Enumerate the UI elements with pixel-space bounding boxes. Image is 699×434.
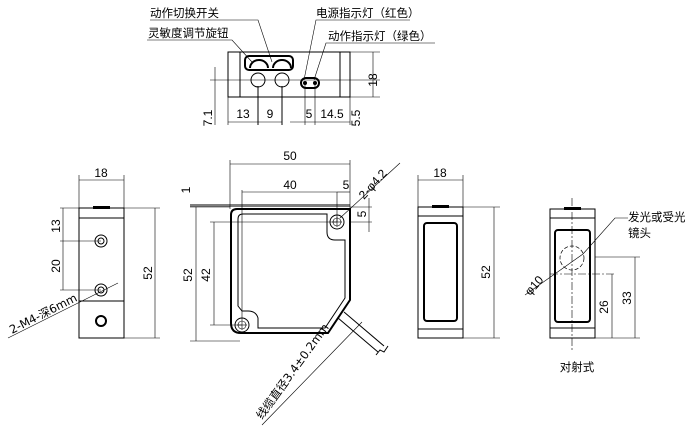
label-power-led: 电源指示灯（红色）	[316, 6, 420, 20]
right-view: 26 33 φ10 发光或受光 镜头 对射式	[522, 198, 686, 374]
dim-front-40: 40	[283, 178, 297, 192]
dim-left-20: 20	[49, 259, 63, 273]
action-switch-icon	[244, 55, 294, 71]
led-indicators-icon	[300, 77, 320, 89]
front-view: 50 40 5 1 5 52 42 2-φ4.2 线缆直径3.4±0.2mm	[179, 149, 401, 426]
label-lens-line1: 发光或受光	[628, 210, 686, 224]
dim-top-7-1: 7.1	[201, 109, 215, 126]
label-sensitivity-knob: 灵敏度调节旋钮	[148, 26, 229, 40]
dim-side-18: 18	[433, 166, 447, 180]
dim-left-18: 18	[94, 166, 108, 180]
dim-top-14-5: 14.5	[320, 107, 344, 121]
screw-icon	[95, 315, 107, 327]
label-lens-diameter: φ10	[522, 273, 547, 298]
dim-front-5: 5	[343, 178, 350, 192]
label-action-switch: 动作切换开关	[150, 6, 219, 20]
dim-side-52: 52	[479, 265, 493, 279]
dim-left-13: 13	[49, 219, 63, 233]
top-view: 18 7.1 13 9 5 14.5 5.5 动作切换开关 灵敏度调节旋钮 电源…	[147, 6, 435, 126]
dim-left-52: 52	[141, 266, 155, 280]
dim-front-5-vertical: 5	[355, 210, 369, 217]
dim-right-26: 26	[597, 300, 611, 314]
label-action-led: 动作指示灯（绿色）	[328, 29, 432, 43]
cable-icon	[337, 311, 389, 356]
dim-top-9: 9	[267, 107, 274, 121]
side-view: 18 52	[417, 166, 500, 339]
left-view: 18 13 20 52 2-M4-深6mm	[7, 166, 160, 339]
dim-front-52: 52	[181, 268, 195, 282]
dim-top-18: 18	[366, 73, 380, 87]
dim-right-33: 33	[620, 291, 634, 305]
label-front-holes: 2-φ4.2	[356, 166, 390, 202]
dim-front-42: 42	[199, 268, 213, 282]
dim-top-5: 5	[306, 107, 313, 121]
label-type: 对射式	[560, 360, 595, 374]
dim-front-50: 50	[283, 149, 297, 163]
dim-top-5-5: 5.5	[349, 109, 363, 126]
label-cable-diameter: 线缆直径3.4±0.2mm	[253, 321, 332, 422]
dim-top-13: 13	[236, 107, 250, 121]
label-lens-line2: 镜头	[628, 226, 651, 240]
label-mount-holes: 2-M4-深6mm	[7, 291, 79, 337]
dim-front-1: 1	[179, 186, 193, 193]
